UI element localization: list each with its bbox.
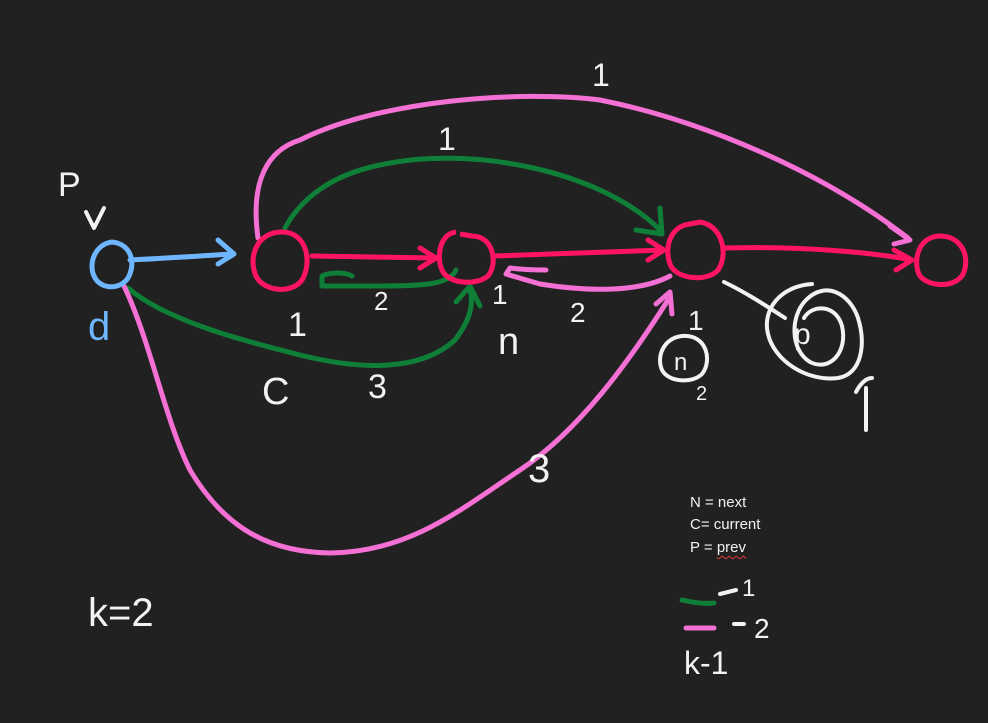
green-edge-node1-to-node3 <box>282 155 663 233</box>
dummy-node <box>89 239 135 290</box>
white-pointer-node3-to-p <box>722 280 787 320</box>
green-arrowhead-node3 <box>633 205 665 237</box>
legend-k-minus-1: k-1 <box>684 645 728 681</box>
label-p-circled: p <box>794 318 811 351</box>
label-1-node2: 1 <box>492 279 508 310</box>
legend-prev-word: prev <box>716 539 747 556</box>
green-edge-dummy-to-node2 <box>125 285 474 368</box>
pink-edge-node1-to-node4 <box>253 93 911 241</box>
red-arrowhead-node4 <box>891 247 915 273</box>
red-edge-node1-to-node2 <box>309 253 439 261</box>
label-2-between-2-3: 2 <box>570 297 586 328</box>
list-node-2 <box>436 229 496 285</box>
label-1-node3: 1 <box>688 305 704 336</box>
green-edge-node2-back-to-node1 <box>319 267 459 289</box>
circled-n-ring <box>658 333 710 383</box>
legend-dash-1 <box>718 588 738 596</box>
legend-next: N = next <box>690 494 747 511</box>
label-3-green: 3 <box>368 368 387 406</box>
legend-prev-prefix: P = <box>690 539 717 556</box>
label-1-node1: 1 <box>288 306 307 344</box>
legend-green-stroke <box>679 597 717 606</box>
label-n-circled: n <box>674 349 687 376</box>
red-arrowhead-node2 <box>417 245 439 271</box>
legend-pink-value: 2 <box>754 613 770 644</box>
label-1-top-green: 1 <box>438 121 456 157</box>
label-k-equals-2: k=2 <box>88 591 154 635</box>
pink-arrowhead-node4 <box>887 223 913 247</box>
legend-prev: P = prev <box>690 539 746 557</box>
list-node-1 <box>250 229 310 292</box>
p-pointer-down-arrow <box>84 206 106 230</box>
label-c-current: C <box>262 371 289 413</box>
p-pointer-arrow <box>854 376 874 432</box>
pink-edge-node3-back-to-node2 <box>503 265 673 292</box>
label-p-pointer: P <box>58 166 81 204</box>
red-arrowhead-node3 <box>645 237 667 263</box>
list-node-4 <box>914 233 969 287</box>
legend-current: C= current <box>690 516 761 533</box>
pink-edge-dummy-to-node3 <box>121 283 671 556</box>
label-2-between-1-2: 2 <box>374 286 388 316</box>
red-edge-node3-to-node4 <box>721 245 915 263</box>
label-n-circled-sub: 2 <box>696 383 707 405</box>
label-3-pink: 3 <box>528 447 550 491</box>
red-edge-node2-to-node3 <box>491 247 667 259</box>
label-d-dummy: d <box>88 305 110 349</box>
blue-arrowhead-node1 <box>215 237 237 267</box>
label-1-top-pink: 1 <box>592 57 610 93</box>
list-node-3 <box>665 219 726 281</box>
green-arrowhead-node2 <box>453 283 483 309</box>
pink-arrowhead-node3 <box>653 289 675 317</box>
circled-p-spiral <box>764 282 864 381</box>
legend-green-value: 1 <box>742 575 755 602</box>
label-n-node2: n <box>498 321 519 363</box>
blue-edge-dummy-to-node1 <box>127 251 235 263</box>
